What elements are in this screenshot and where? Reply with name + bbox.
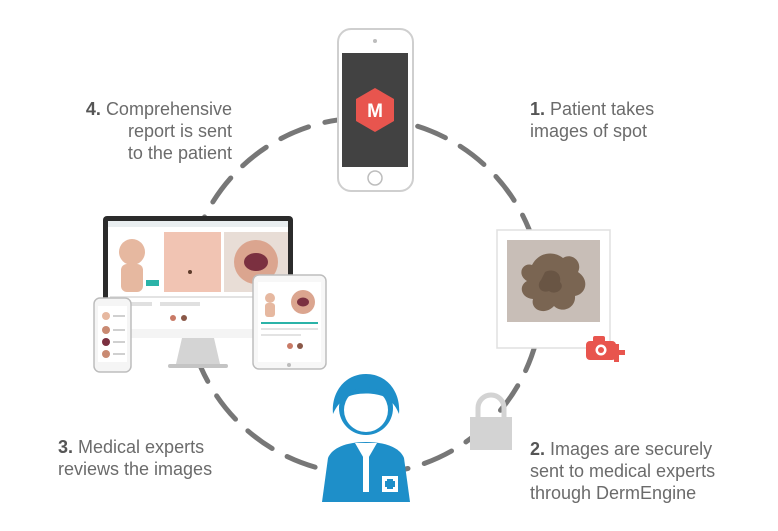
- app-logo-icon: M: [356, 88, 394, 132]
- step-2-number: 2.: [530, 439, 546, 459]
- svg-text:M: M: [367, 101, 383, 122]
- skin-spot-photo: [496, 229, 611, 349]
- devices-illustration: [93, 216, 327, 373]
- step-1-number: 1.: [530, 99, 546, 119]
- step-1-line-1: Patient takes: [550, 99, 655, 119]
- step-1-line-2: images of spot: [530, 121, 648, 141]
- step-3-line-1: Medical experts: [78, 437, 205, 457]
- tablet: [252, 274, 327, 370]
- step-2-line-2: sent to medical experts: [530, 461, 716, 481]
- step-2-line-1: Images are securely: [550, 439, 713, 459]
- desktop-monitor: [103, 216, 293, 368]
- small-phone: [93, 297, 132, 373]
- phone-home-button: [367, 170, 383, 186]
- step-3-text: 3.Medical experts reviews the images: [58, 436, 258, 480]
- step-3-number: 3.: [58, 437, 74, 457]
- step-4-line-3: to the patient: [127, 143, 232, 163]
- step-1-text: 1.Patient takes images of spot: [530, 98, 700, 142]
- step-4-line-1: Comprehensive: [105, 99, 232, 119]
- step-4-line-2: report is sent: [127, 121, 232, 141]
- step-2-text: 2.Images are securely sent to medical ex…: [530, 438, 760, 504]
- step-3-line-2: reviews the images: [58, 459, 213, 479]
- step-2-line-3: through DermEngine: [530, 483, 697, 503]
- step-4-text: 4.Comprehensive report is sent to the pa…: [40, 98, 232, 164]
- medical-expert-icon: [322, 374, 410, 502]
- camera-add-icon: [586, 336, 625, 362]
- lock-icon: [470, 392, 512, 450]
- step-4-number: 4.: [85, 99, 101, 119]
- smartphone: M: [337, 28, 414, 192]
